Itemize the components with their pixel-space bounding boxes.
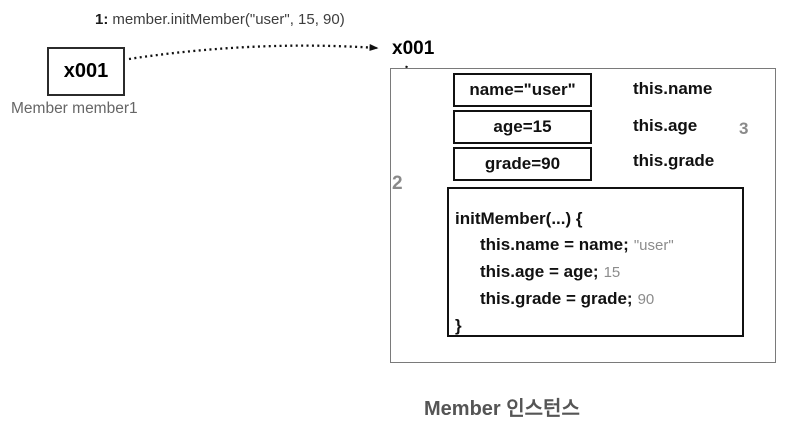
assigned-value-age: 15 [603, 264, 621, 281]
this-name-label: this.name [633, 79, 713, 98]
method-call-text: member.initMember("user", 15, 90) [112, 11, 345, 28]
step-2-number: 2 [392, 173, 403, 194]
instance-caption: Member 인스턴스 [424, 398, 580, 420]
field-box-name: name="user" [453, 73, 592, 107]
method-close-brace: } [455, 316, 462, 335]
instance-address-label: x001 [392, 38, 435, 59]
this-age-label: this.age [633, 116, 698, 135]
code-line-age: this.age = age;15 [480, 262, 621, 281]
this-grade-label: this.grade [633, 151, 715, 170]
method-signature: initMember(...) { [455, 209, 583, 228]
reference-arrow [128, 44, 379, 61]
code-line-name: this.name = name;"user" [480, 235, 674, 254]
step-1-number: 1: [95, 11, 109, 28]
reference-value: x001 [63, 60, 109, 82]
code-line-grade: this.grade = grade;90 [480, 289, 655, 308]
step-3-number: 3 [739, 119, 749, 138]
assigned-value-name: "user" [633, 237, 674, 254]
reference-variable-caption: Member member1 [11, 100, 138, 117]
assigned-value-grade: 90 [637, 291, 655, 308]
method-code-box: initMember(...) { this.name = name;"user… [447, 187, 744, 337]
field-box-age: age=15 [453, 110, 592, 144]
reference-variable-box: x001 [47, 47, 125, 96]
method-call-label: 1:member.initMember("user", 15, 90) [95, 11, 345, 28]
field-box-grade: grade=90 [453, 147, 592, 181]
